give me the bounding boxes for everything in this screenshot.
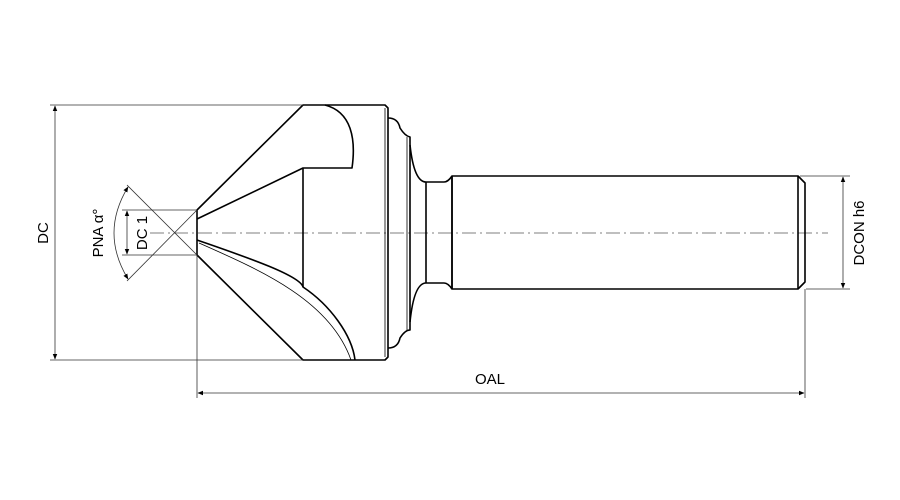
dc1-dimension: DC 1 <box>122 209 197 256</box>
dc1-label: DC 1 <box>134 216 151 250</box>
dc-label: DC <box>35 222 52 244</box>
dcon-label: DCON h6 <box>851 200 868 265</box>
neck <box>387 117 453 349</box>
dcon-dimension: DCON h6 <box>800 175 868 290</box>
cutting-head <box>196 104 389 361</box>
dc-dimension: DC <box>35 104 303 361</box>
shank <box>451 175 806 290</box>
oal-dimension: OAL <box>196 255 806 398</box>
oal-label: OAL <box>475 371 505 388</box>
pna-dimension: PNA α° <box>90 184 198 282</box>
pna-label: PNA α° <box>90 209 107 258</box>
